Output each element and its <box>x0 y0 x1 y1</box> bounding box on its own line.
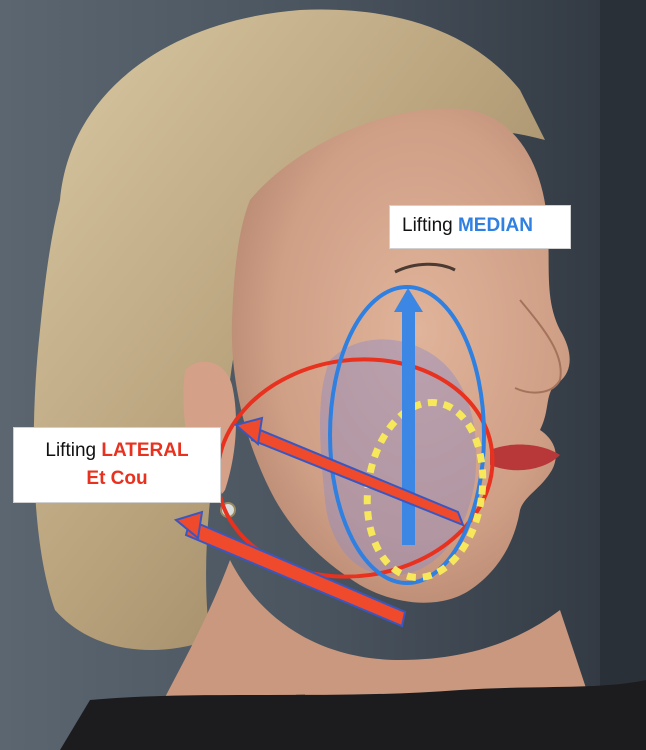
nose <box>514 299 562 394</box>
lateral-label-prefix: Lifting <box>45 440 97 461</box>
median-arrow-shaft <box>402 310 415 545</box>
median-lift-ellipse <box>328 285 486 585</box>
arrow-up-icon <box>394 288 423 312</box>
lateral-label-emphasis: LATERAL <box>101 440 189 461</box>
median-label-prefix: Lifting <box>402 215 453 236</box>
arrow-diagonal-icon <box>233 416 465 527</box>
lateral-lift-label: Lifting LATERAL Et Cou <box>13 427 221 503</box>
median-lift-label: Lifting MEDIAN <box>389 205 571 249</box>
median-label-emphasis: MEDIAN <box>457 215 533 236</box>
eye <box>394 262 456 274</box>
lateral-label-line2: Et Cou <box>86 468 148 489</box>
treatment-zone-overlay <box>320 339 477 576</box>
doorframe-shadow <box>600 0 646 750</box>
lips <box>490 444 560 471</box>
neck-arrow <box>173 510 407 628</box>
black-top <box>60 680 646 750</box>
